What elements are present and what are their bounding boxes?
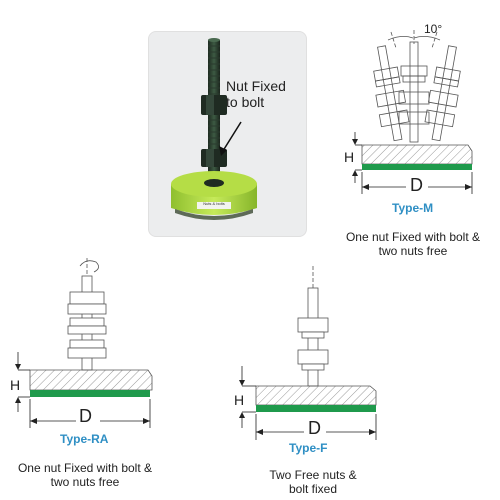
- type-m-drawing: [352, 30, 473, 194]
- type-m-angle-label: 10°: [424, 22, 443, 36]
- type-f-drawing: [239, 266, 377, 440]
- type-m-h-label: H: [344, 149, 355, 165]
- callout-arrow: [220, 121, 242, 155]
- type-m-d-label: D: [410, 175, 423, 195]
- type-f-h-label: H: [234, 392, 245, 408]
- type-ra-drawing: [15, 258, 153, 428]
- brand-plate: [197, 202, 231, 209]
- type-ra-desc-line2: two nuts free: [50, 475, 120, 489]
- type-ra-h-label: H: [10, 377, 21, 393]
- type-ra-name: Type-RA: [60, 432, 109, 446]
- type-m-desc-line1: One nut Fixed with bolt &: [345, 230, 481, 244]
- type-f-desc-line1: Two Free nuts &: [269, 468, 357, 482]
- type-ra-d-label: D: [79, 406, 92, 426]
- product-photo-panel: [148, 31, 307, 237]
- brand-label: Nuts & bolts: [203, 201, 225, 206]
- leveling-foot-photo: [171, 38, 257, 220]
- type-f-d-label: D: [308, 418, 321, 438]
- callout-line2: to bolt: [226, 94, 265, 110]
- type-f-name: Type-F: [289, 441, 328, 455]
- type-f-desc-line2: bolt fixed: [288, 482, 338, 496]
- callout-line1: Nut Fixed: [226, 78, 286, 94]
- type-m-name: Type-M: [392, 201, 434, 215]
- type-m-desc-line2: two nuts free: [378, 244, 448, 258]
- type-ra-desc-line1: One nut Fixed with bolt &: [17, 461, 153, 475]
